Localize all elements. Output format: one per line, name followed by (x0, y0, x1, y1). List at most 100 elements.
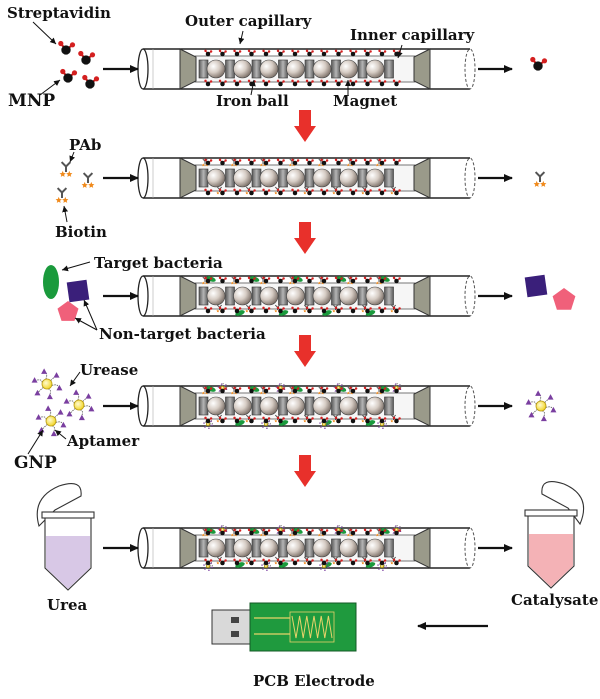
magnet (304, 59, 315, 79)
bound-mnp (363, 558, 372, 566)
bound-mnp (247, 276, 256, 284)
bound-mnp (334, 49, 343, 57)
magnet-array (198, 168, 394, 188)
bound-mnp (276, 306, 285, 314)
label-streptavidin: Streptavidin (7, 4, 111, 22)
label-magnet: Magnet (333, 92, 398, 110)
bound-mnp (305, 528, 314, 536)
iron-ball (312, 538, 332, 558)
bound-mnp (204, 79, 213, 87)
gnp-pointer (27, 429, 44, 455)
bound-mnp (392, 158, 401, 166)
seal-right (413, 157, 431, 199)
iron-ball (365, 396, 385, 416)
bound-mnp (204, 416, 213, 424)
magnet (251, 286, 262, 306)
bound-mnp (320, 276, 329, 284)
magnet (357, 168, 368, 188)
bound-mnp (305, 416, 314, 424)
bound-mnp (334, 276, 343, 284)
seal-right (413, 527, 431, 569)
bound-mnp (349, 416, 358, 424)
magnet (278, 168, 288, 188)
bound-mnp (363, 416, 372, 424)
captured-layer (204, 49, 401, 87)
output-gnp (525, 390, 557, 422)
bound-mnp (305, 558, 314, 566)
tube-left-end (137, 527, 149, 569)
magnet (331, 396, 341, 416)
bound-mnp (320, 79, 329, 87)
iron-ball (312, 59, 332, 79)
iron-ball (312, 168, 332, 188)
magnet (198, 396, 209, 416)
tube-right-end (464, 157, 476, 199)
bound-mnp (247, 558, 256, 566)
bound-mnp (334, 306, 343, 314)
iron-ball (259, 286, 279, 306)
usb-connector (211, 609, 255, 645)
bound-mnp (233, 416, 242, 424)
bound-mnp (349, 306, 358, 314)
iron-ball (312, 286, 332, 306)
tube-right-end (464, 527, 476, 569)
magnet (384, 286, 394, 306)
bound-mnp (218, 79, 227, 87)
seal-left (179, 48, 197, 90)
target-pointer (61, 261, 91, 272)
bound-mnp (233, 306, 242, 314)
tube-right-end (464, 385, 476, 427)
bound-mnp (276, 276, 285, 284)
seal-left (179, 157, 197, 199)
bound-mnp (276, 188, 285, 196)
non-target-pointer-a (74, 317, 98, 331)
iron-ball (365, 59, 385, 79)
bound-mnp (320, 49, 329, 57)
magnet (225, 59, 235, 79)
bound-mnp (334, 528, 343, 536)
iron-ball (365, 286, 385, 306)
iron-ball (286, 168, 305, 188)
bound-mnp (305, 386, 314, 394)
bound-mnp (392, 386, 401, 394)
streptavidin-pointer (32, 21, 57, 45)
magnet (278, 59, 288, 79)
iron-ball (365, 168, 385, 188)
bound-mnp (276, 416, 285, 424)
non-target-pentagon (57, 301, 79, 321)
seal-right (413, 275, 431, 317)
bound-mnp (291, 386, 300, 394)
bound-mnp (291, 528, 300, 536)
magnet-array (198, 396, 394, 416)
output-pab (533, 171, 547, 187)
magnet (251, 59, 262, 79)
label-pcb-electrode: PCB Electrode (253, 672, 375, 690)
seal-left (179, 275, 197, 317)
non-target-square (66, 279, 90, 303)
bound-mnp (233, 49, 242, 57)
bound-mnp (204, 386, 213, 394)
bound-mnp (320, 528, 329, 536)
bound-mnp (233, 558, 242, 566)
bound-mnp (204, 188, 213, 196)
label-inner-capillary: Inner capillary (350, 26, 475, 44)
bound-mnp (262, 158, 271, 166)
bound-mnp (262, 528, 271, 536)
label-iron-ball: Iron ball (216, 92, 289, 110)
pcb-electrode (211, 602, 357, 652)
bound-mnp (392, 79, 401, 87)
bound-mnp (233, 188, 242, 196)
bound-mnp (334, 79, 343, 87)
iron-ball (206, 286, 226, 306)
pcb-board (249, 602, 357, 652)
bound-gnp (391, 524, 402, 535)
iron-ball (286, 59, 305, 79)
bound-mnp (262, 276, 271, 284)
catalysate-tube (524, 481, 585, 589)
iron-ball-pointer (249, 79, 256, 96)
bound-mnp (334, 558, 343, 566)
bound-mnp (247, 188, 256, 196)
bound-mnp (262, 306, 271, 314)
